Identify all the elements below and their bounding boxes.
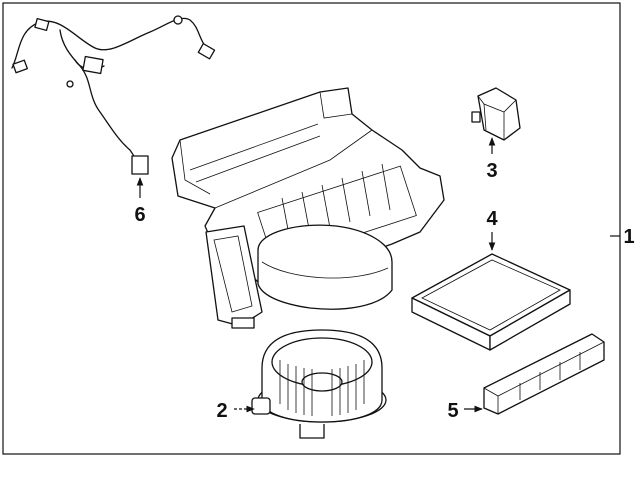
callout-1: 1 xyxy=(623,226,634,248)
actuator[interactable] xyxy=(471,87,521,141)
callout-6: 6 xyxy=(134,204,145,226)
callout-3: 3 xyxy=(486,160,497,182)
diagram-frame xyxy=(2,2,621,455)
callout-2: 2 xyxy=(216,400,227,422)
hvac-housing[interactable] xyxy=(171,87,445,329)
wiring-harness[interactable] xyxy=(11,15,216,175)
filter-cover[interactable] xyxy=(483,333,605,415)
cabin-air-filter[interactable] xyxy=(411,253,571,351)
callout-4: 4 xyxy=(486,208,498,230)
blower-motor[interactable] xyxy=(251,329,387,439)
callout-5: 5 xyxy=(447,400,458,422)
